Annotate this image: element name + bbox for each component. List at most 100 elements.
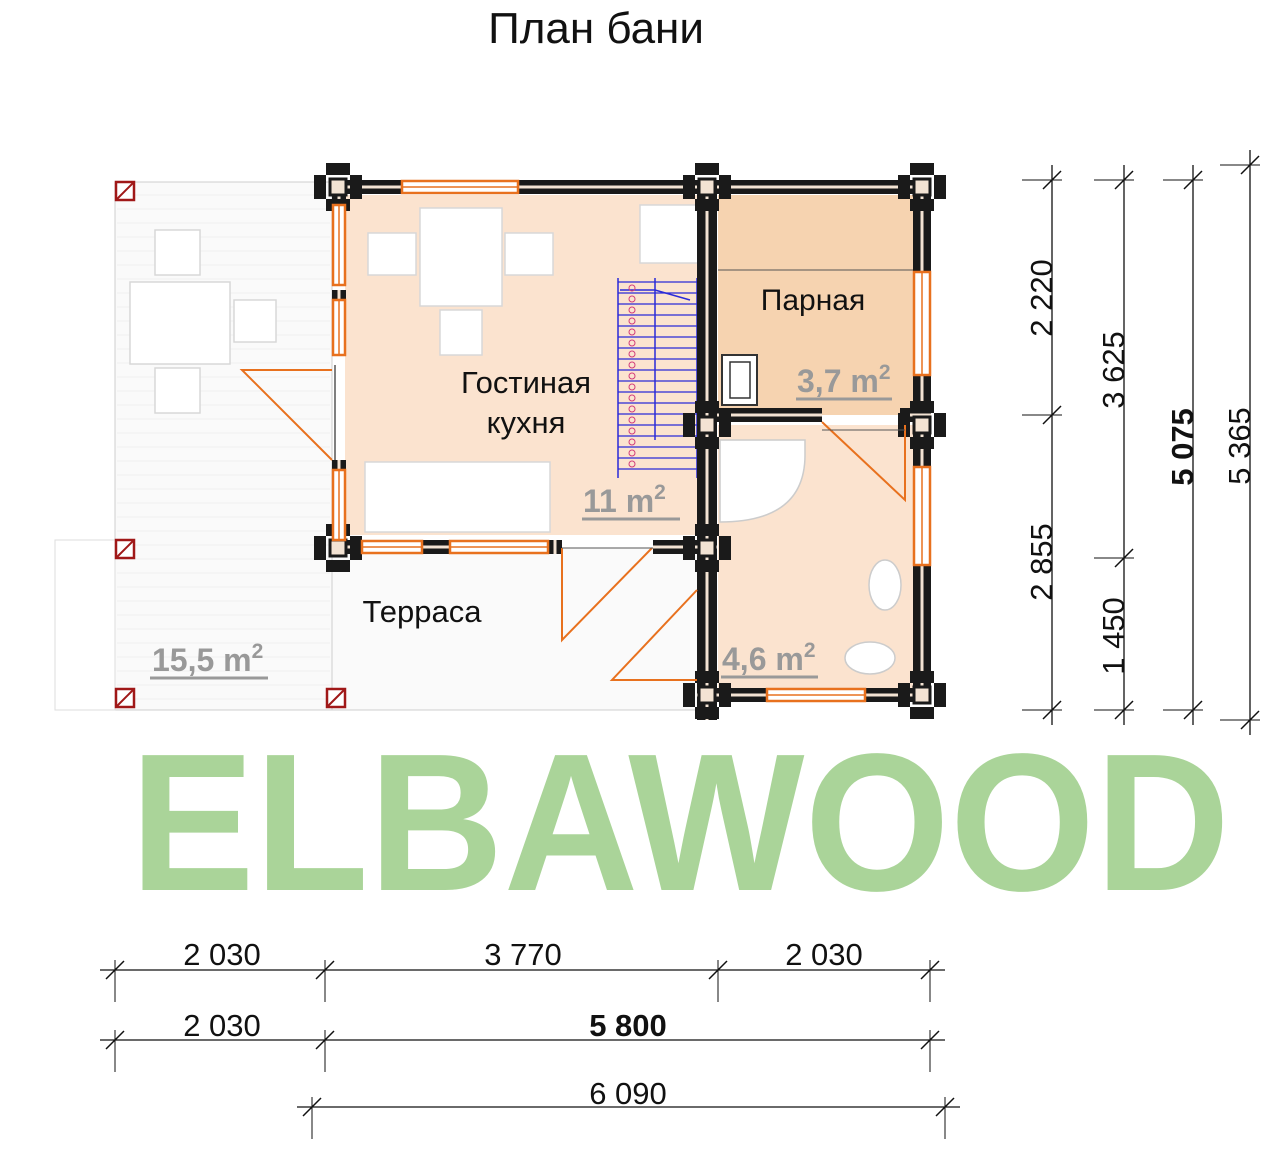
wall-core	[920, 180, 924, 272]
log-end	[910, 163, 934, 175]
log-knot	[328, 177, 348, 197]
stair-mark	[628, 372, 636, 380]
dim-tick	[105, 960, 125, 980]
terrace-chair	[233, 299, 277, 343]
stair-mark	[628, 317, 636, 325]
chair	[504, 232, 554, 276]
dim-tick	[935, 1097, 955, 1117]
stair-mark	[628, 405, 636, 413]
log-end	[910, 707, 934, 719]
log-end	[934, 175, 946, 199]
dim-tick	[1042, 700, 1062, 720]
terrace-floor-front	[331, 547, 708, 711]
log-end	[719, 413, 731, 437]
dim-tick	[1240, 155, 1260, 175]
dim-tick	[920, 1030, 940, 1050]
log-end	[695, 199, 719, 211]
pillar-diag	[326, 688, 346, 708]
dim-tick	[1114, 170, 1134, 190]
log-end	[350, 175, 362, 199]
log-end	[934, 413, 946, 437]
log-end	[910, 671, 934, 683]
log-end	[910, 437, 934, 449]
pillar	[114, 538, 136, 560]
room-name-steam: Парная	[761, 284, 865, 317]
svg-text:3,7 m2: 3,7 m2	[797, 361, 891, 399]
wall-core	[697, 693, 767, 697]
dim-tick	[1042, 405, 1062, 425]
stair-mark	[628, 284, 636, 292]
log-end	[695, 707, 719, 719]
stair-arrow	[620, 289, 691, 301]
dim-right-5365: 5 365	[1222, 407, 1257, 485]
log-end	[719, 536, 731, 560]
log-knot	[697, 538, 717, 558]
log-end	[898, 683, 910, 707]
stair-mark	[628, 306, 636, 314]
dim-right-2855: 2 855	[1024, 523, 1059, 601]
stair-mark	[628, 427, 636, 435]
log-end	[683, 536, 695, 560]
log-end	[326, 163, 350, 175]
dim-bottom-5800: 5 800	[589, 1008, 667, 1043]
dim-bottom-6090: 6 090	[589, 1076, 667, 1111]
room-name-living: Гостиная	[461, 365, 591, 400]
log-corner	[683, 163, 731, 211]
log-knot	[912, 177, 932, 197]
log-end	[910, 199, 934, 211]
log-end	[695, 163, 719, 175]
log-end	[683, 175, 695, 199]
dim-tick	[315, 1030, 335, 1050]
dim-tick	[1240, 710, 1260, 730]
log-end	[695, 524, 719, 536]
terrace-table	[129, 281, 231, 365]
sink	[868, 559, 902, 611]
dim-tick	[1114, 548, 1134, 568]
wall-core	[332, 185, 402, 189]
wall-core	[705, 180, 709, 720]
log-end	[326, 560, 350, 572]
stove-inner	[729, 361, 751, 399]
dimension-layer	[100, 150, 1260, 1139]
stair-landing	[639, 204, 699, 264]
stair-mark	[628, 328, 636, 336]
svg-text:4,6 m2: 4,6 m2	[722, 639, 816, 677]
dim-bottom-2030-a: 2 030	[183, 937, 261, 972]
dim-tick	[1183, 700, 1203, 720]
log-end	[898, 175, 910, 199]
dim-right-3625: 3 625	[1096, 331, 1131, 409]
dim-tick	[105, 1030, 125, 1050]
wall-core	[717, 413, 822, 417]
wall-core	[920, 565, 924, 693]
wall-core	[900, 413, 931, 417]
svg-text:11 m2: 11 m2	[583, 481, 666, 519]
log-end	[350, 536, 362, 560]
log-corner	[683, 401, 731, 449]
dim-right-2220: 2 220	[1024, 259, 1059, 337]
stair-mark	[628, 416, 636, 424]
terrace-floor	[114, 181, 333, 711]
dim-tick	[920, 960, 940, 980]
log-corner	[314, 163, 362, 211]
area-label-living: 11 m2	[582, 481, 680, 521]
log-corner	[898, 671, 946, 719]
dim-bottom-2030-c: 2 030	[183, 1008, 261, 1043]
log-end	[719, 683, 731, 707]
stair-mark	[628, 449, 636, 457]
door-bath	[609, 589, 698, 681]
log-knot	[328, 538, 348, 558]
log-corner	[898, 401, 946, 449]
brand-logo: ELBAWOOD	[130, 713, 1230, 932]
room-name-terrace: Терраса	[363, 594, 483, 629]
log-knot	[912, 685, 932, 705]
log-end	[934, 683, 946, 707]
stair-mark	[628, 438, 636, 446]
log-corner	[683, 671, 731, 719]
door-steam	[821, 421, 906, 503]
dim-right-1450: 1 450	[1096, 597, 1131, 675]
plan-title: План бани	[488, 4, 704, 53]
dim-tick	[1114, 700, 1134, 720]
log-knot	[697, 415, 717, 435]
shower-tray	[719, 439, 806, 523]
